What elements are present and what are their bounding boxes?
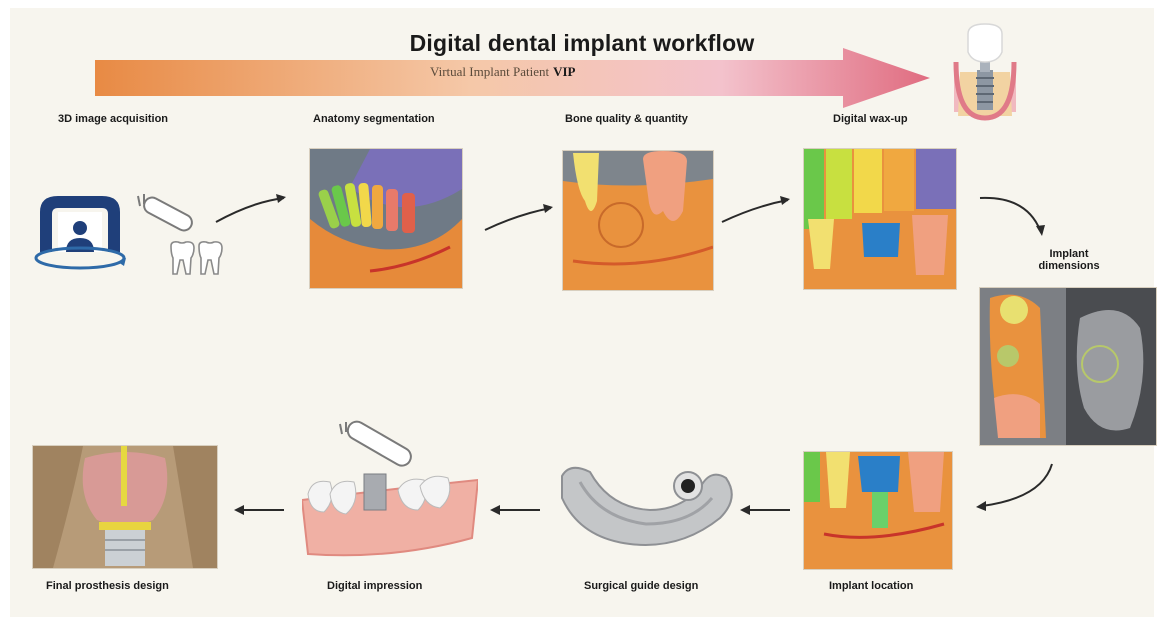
arrow-6 [738, 502, 792, 518]
label-dimensions-line2: dimensions [1024, 260, 1114, 272]
image-digital-waxup [803, 148, 957, 290]
arrow-7 [488, 502, 542, 518]
label-final: Final prosthesis design [46, 580, 169, 592]
label-location: Implant location [829, 580, 913, 592]
label-dimensions-line1: Implant [1024, 248, 1114, 260]
intraoral-scanner-icon [130, 192, 200, 238]
arrow-8 [232, 502, 286, 518]
label-acquisition: 3D image acquisition [58, 113, 168, 125]
image-implant-location [803, 451, 953, 570]
image-final-prosthesis [32, 445, 218, 569]
label-bone: Bone quality & quantity [565, 113, 688, 125]
arrow-5 [968, 462, 1060, 514]
banner-text: Virtual Implant Patient VIP [430, 64, 575, 80]
label-impression: Digital impression [327, 580, 422, 592]
banner-abbr: VIP [553, 64, 575, 79]
label-segmentation: Anatomy segmentation [313, 113, 435, 125]
arrow-3 [720, 192, 796, 226]
arrow-2 [483, 200, 559, 234]
surgical-guide-image [550, 458, 740, 554]
image-implant-dimensions [979, 287, 1157, 446]
teeth-icon [168, 240, 228, 276]
label-dimensions: Implant dimensions [1024, 248, 1114, 272]
label-guide: Surgical guide design [584, 580, 698, 592]
arrow-4 [978, 192, 1050, 238]
arrow-1 [214, 190, 294, 226]
image-bone-quality [562, 150, 714, 291]
digital-impression-image [302, 420, 478, 560]
image-anatomy-segmentation [309, 148, 463, 289]
label-waxup: Digital wax-up [833, 113, 908, 125]
banner-label: Virtual Implant Patient [430, 64, 549, 79]
crown-implant-icon [950, 22, 1020, 122]
scanner-icon [30, 192, 130, 274]
